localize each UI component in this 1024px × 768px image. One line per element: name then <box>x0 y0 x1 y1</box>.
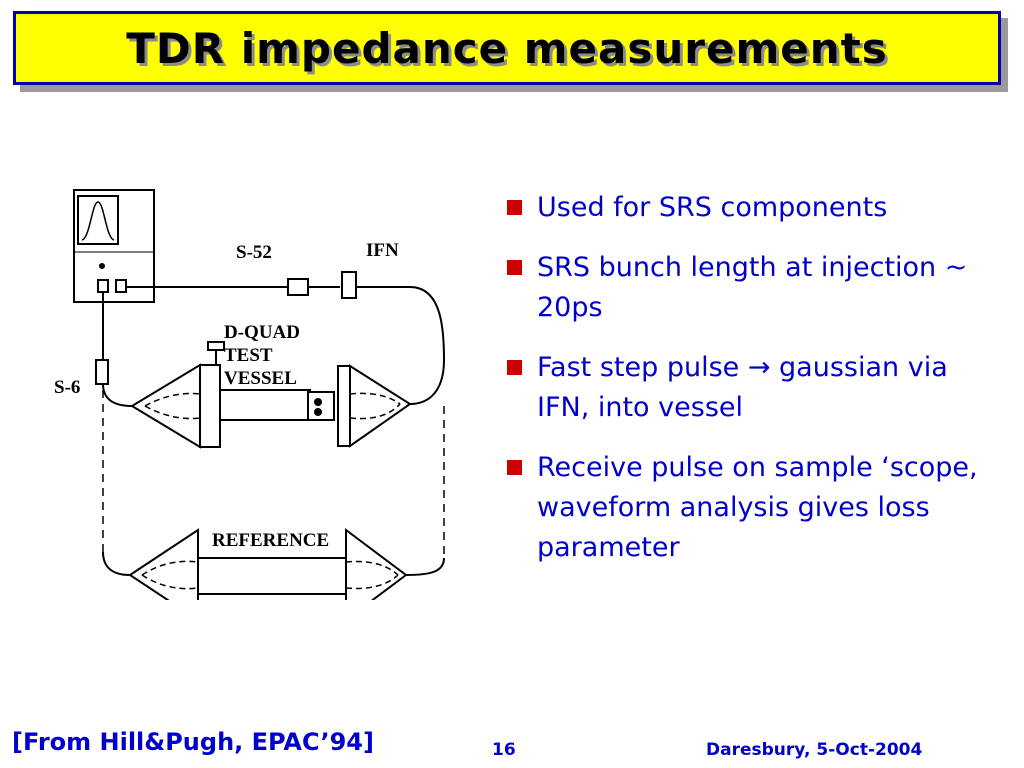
bullet-item: SRS bunch length at injection ~ 20ps <box>503 248 1003 328</box>
dquad-test-vessel <box>130 341 412 449</box>
bullet-text: SRS bunch length at injection ~ 20ps <box>537 252 968 323</box>
footer-citation: [From Hill&Pugh, EPAC’94] <box>12 728 374 756</box>
label-s52: S-52 <box>236 242 272 263</box>
bullet-text: Receive pulse on sample ‘scope, waveform… <box>537 452 978 563</box>
bullet-text: Fast step pulse → gaussian via IFN, into… <box>537 352 948 423</box>
square-bullet-icon <box>507 360 522 375</box>
label-s6: S-6 <box>54 377 80 398</box>
cable-s52 <box>126 278 340 296</box>
square-bullet-icon <box>507 260 522 275</box>
slide-title: TDR impedance measurements <box>126 23 888 73</box>
ifn-filter <box>341 271 446 405</box>
label-reference: REFERENCE <box>212 530 329 551</box>
bullet-list: Used for SRS components SRS bunch length… <box>503 188 1003 588</box>
footer-page-number: 16 <box>492 740 516 760</box>
square-bullet-icon <box>507 200 522 215</box>
label-ifn: IFN <box>366 240 399 261</box>
bullet-item: Fast step pulse → gaussian via IFN, into… <box>503 348 1003 428</box>
label-dquad-line2: TEST <box>224 345 273 366</box>
bullet-text: Used for SRS components <box>537 192 888 223</box>
title-banner: TDR impedance measurements <box>13 11 1001 85</box>
oscilloscope-icon <box>73 189 155 303</box>
label-dquad-line1: D-QUAD <box>224 322 300 343</box>
bullet-item: Used for SRS components <box>503 188 1003 228</box>
dashed-connectors <box>102 390 445 560</box>
label-dquad-line3: VESSEL <box>224 368 297 389</box>
tdr-setup-diagram: S-52 IFN S-6 D-QUAD TEST VESSEL REFERENC… <box>54 189 446 600</box>
cable-s6 <box>95 292 133 407</box>
reference-vessel <box>102 528 445 600</box>
bullet-item: Receive pulse on sample ‘scope, waveform… <box>503 448 1003 568</box>
square-bullet-icon <box>507 460 522 475</box>
footer-venue-date: Daresbury, 5-Oct-2004 <box>706 740 923 760</box>
